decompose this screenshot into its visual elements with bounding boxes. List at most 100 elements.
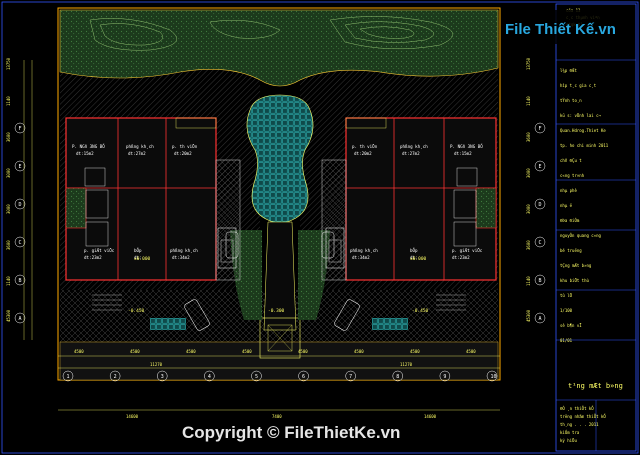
dimension-value: 4500	[354, 349, 364, 354]
bottom-strip	[59, 341, 499, 381]
left-room-4-name: p. giÆt viÖc	[84, 248, 115, 253]
copyright-watermark: Copyright © FileThietKe.vn	[182, 423, 400, 442]
left-room-5-name: bÕp	[134, 248, 142, 253]
axis-number: 8	[396, 374, 399, 380]
vertical-dimension-value: 13750	[526, 57, 531, 70]
logo-text: File Thiết Kế.vn	[505, 21, 616, 38]
right-room-1-area: dt:20m2	[354, 151, 372, 156]
right-room-4-name: phßng kh¸ch	[350, 248, 378, 253]
axis-number: 7	[349, 374, 352, 380]
title-block-line: kü s­: vÜnh lai c¬	[560, 113, 602, 118]
axis-circle	[298, 370, 309, 382]
right-room-3-area: dt:15m2	[454, 151, 472, 156]
vertical-dimension-value: 1140	[526, 276, 531, 286]
axis-number: 6	[302, 374, 305, 380]
lower-dimension: 14600	[424, 414, 437, 419]
axis-circle	[534, 312, 546, 324]
title-block-line: sè b¶n vÏ	[560, 323, 582, 328]
axis-number: 9	[443, 374, 446, 380]
title-block-footer-line: tr­ëng nhãm thiÕt kÕ	[560, 414, 606, 419]
left-room-4-area: dt:23m2	[84, 255, 102, 260]
title-block-line: 1/100	[560, 308, 573, 313]
level-mark: -0.450	[412, 308, 429, 314]
axis-number: 4	[208, 374, 211, 380]
axis-number: 2	[114, 374, 117, 380]
axis-circle	[345, 370, 356, 382]
vertical-dimension-value: 3600	[526, 240, 531, 250]
axis-number: 1	[67, 374, 70, 380]
title-block[interactable]	[555, 3, 637, 452]
right-room-6-name: p. giÆt viÖc	[452, 248, 483, 253]
vertical-dimension-value: 3000	[6, 204, 11, 214]
axis-circle	[14, 198, 26, 210]
vertical-dimension-value: 3600	[526, 132, 531, 142]
axis-circle	[534, 198, 546, 210]
right-room-2-area: dt:27m2	[402, 151, 420, 156]
filethietke-logo: File Thiết Kế.vn	[502, 10, 616, 44]
level-mark: -0.450	[128, 308, 145, 314]
lower-dimension: 7400	[272, 414, 282, 419]
axis-letter: D	[539, 202, 542, 208]
axis-number: 3	[161, 374, 164, 380]
axis-circle	[14, 122, 26, 134]
right-room-5-name: bÕp	[410, 248, 418, 253]
title-block-line: ®Þa ®iÓm	[560, 218, 580, 223]
lower-dimension: 14600	[126, 414, 139, 419]
left-room-1-area: dt:15m2	[76, 151, 94, 156]
dimension-value: 4500	[186, 349, 196, 354]
axis-circle	[109, 370, 121, 382]
title-block-line: nhµ ë	[560, 203, 573, 208]
vertical-dimension-value: 1140	[6, 276, 11, 286]
overall-dimension: 11270	[400, 362, 413, 367]
left-room-3-name: p. th­ viÖn	[172, 144, 198, 149]
title-block-footer-line: ký hiÖu	[560, 438, 577, 443]
gate-structure	[259, 317, 301, 359]
axis-letter: A	[19, 316, 22, 322]
title-block-line: hîp t¸c gia c¸t	[560, 83, 597, 88]
left-room-6-area: dt:34m2	[172, 255, 190, 260]
vertical-dimension-value: 45300	[6, 309, 11, 322]
axis-circle	[14, 312, 26, 324]
right-room-3-name: P. NGñ 3NG BÕ	[450, 144, 483, 149]
left-room-6-name: phßng kh¸ch	[170, 248, 198, 253]
axis-circle	[534, 122, 546, 134]
title-block-line: tû lÖ	[560, 293, 573, 298]
left-room-2-name: phßng kh¸ch	[126, 144, 154, 149]
title-block-line: c«ng tr×nh	[560, 173, 585, 178]
left-room-3-area: dt:20m2	[174, 151, 192, 156]
axis-letter: D	[19, 202, 22, 208]
car-icon	[184, 231, 360, 331]
level-mark: ±0.000	[410, 256, 427, 262]
axis-letter: E	[539, 164, 542, 170]
vertical-dimension-value: 3000	[526, 168, 531, 178]
title-block-line: nguyÔn quang c«ng	[560, 233, 602, 238]
axis-circle	[486, 370, 498, 382]
right-room-2-name: phßng kh¸ch	[400, 144, 428, 149]
axis-circle	[14, 274, 26, 286]
vertical-dimension-value: 1140	[526, 96, 531, 106]
right-room-4-area: dt:34m2	[352, 255, 370, 260]
dimension-value: 4500	[466, 349, 476, 354]
vertical-dimension-value: 3000	[526, 204, 531, 214]
vertical-dimension-value: 3600	[6, 132, 11, 142]
left-villa[interactable]	[65, 117, 241, 281]
right-villa[interactable]	[321, 117, 497, 281]
title-block-footer-line: kiÓm tra	[560, 430, 580, 435]
central-pool	[246, 94, 314, 224]
vertical-dimension-value: 3600	[6, 240, 11, 250]
axis-letter: B	[539, 278, 542, 284]
title-block-footer-line: ®Ò ¸n thiÕt kÕ	[560, 406, 594, 411]
right-room-5-area: dt:	[410, 255, 418, 260]
title-block-line: khu biÖt thù	[560, 278, 589, 283]
level-mark: -0.300	[268, 308, 285, 314]
axis-letter: A	[539, 316, 542, 322]
title-block-line: chñ ®Çu t­	[560, 158, 582, 163]
entrance-steps	[92, 294, 466, 311]
dimension-value: 4500	[298, 349, 308, 354]
planter	[372, 318, 408, 330]
